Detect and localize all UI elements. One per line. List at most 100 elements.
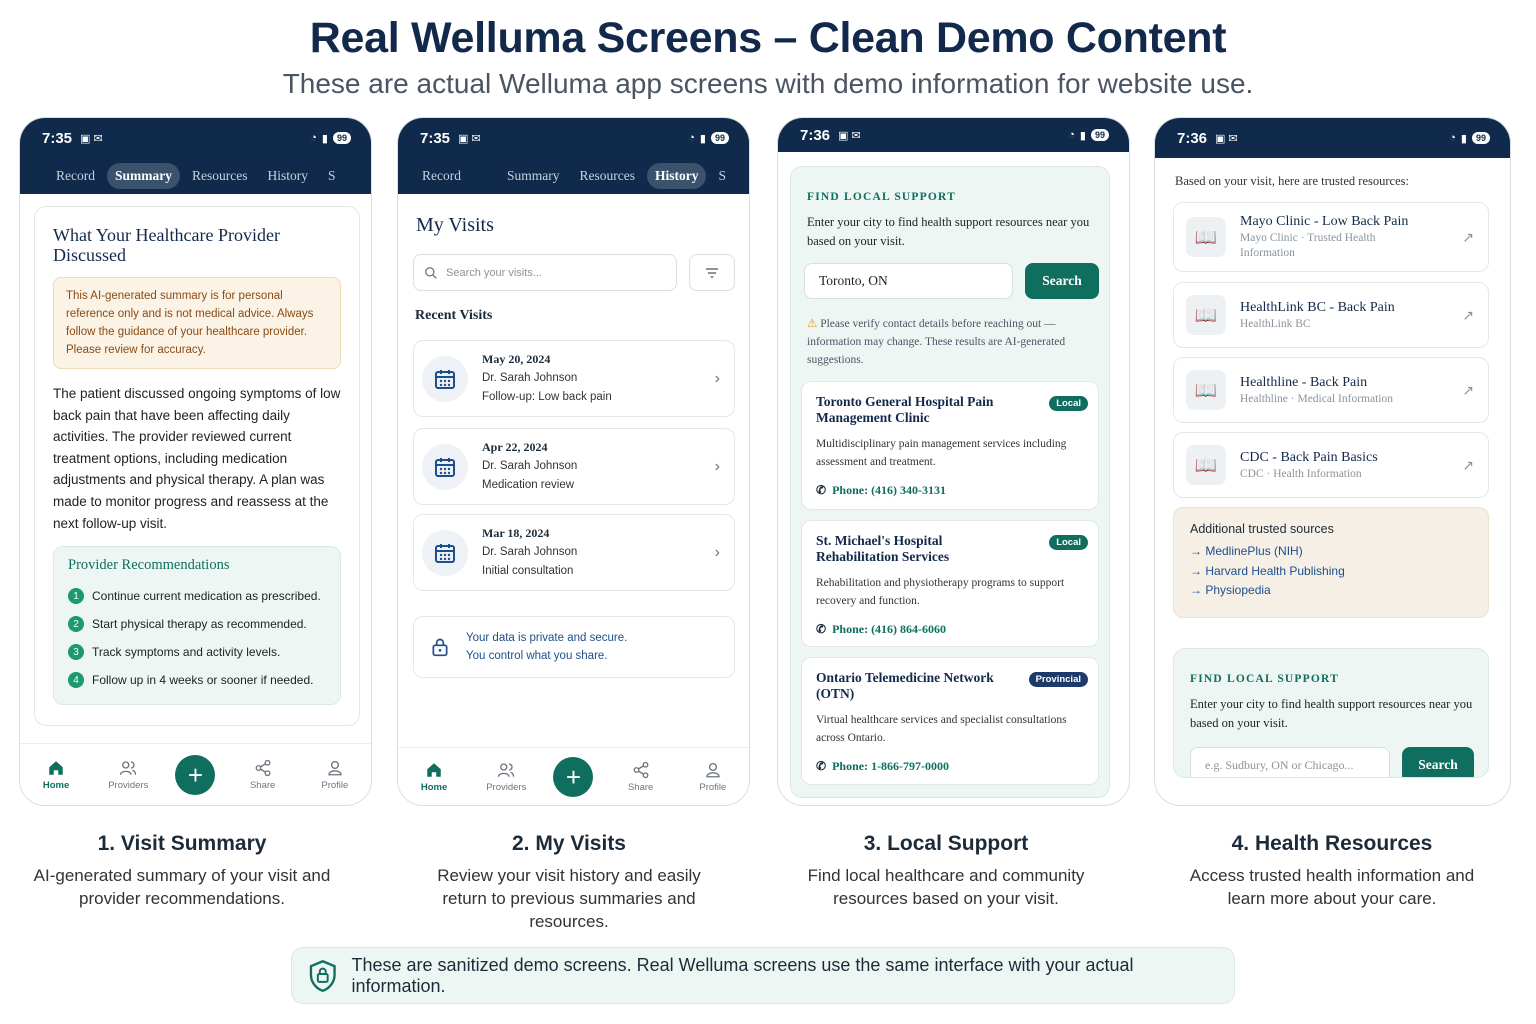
location-badge: Local bbox=[1049, 396, 1088, 411]
resource-item[interactable]: 📖 HealthLink BC - Back Pain HealthLink B… bbox=[1173, 282, 1489, 348]
caption-desc: AI-generated summary of your visit and p… bbox=[33, 866, 331, 908]
filter-button[interactable] bbox=[689, 254, 735, 291]
wifi-icon: ◔ bbox=[310, 132, 317, 144]
verify-note: ⚠ Please verify contact details before r… bbox=[807, 318, 1066, 366]
nav-home[interactable]: Home bbox=[409, 761, 459, 793]
resource-item[interactable]: 📖 Mayo Clinic - Low Back Pain Mayo Clini… bbox=[1173, 202, 1489, 272]
location-card[interactable]: Toronto General Hospital Pain Management… bbox=[801, 381, 1099, 510]
caption-desc: Review your visit history and easily ret… bbox=[437, 866, 701, 931]
visit-date: Mar 18, 2024 bbox=[482, 526, 550, 540]
add-button[interactable]: + bbox=[553, 756, 594, 797]
resource-item[interactable]: 📖 Healthline - Back Pain Healthline · Me… bbox=[1173, 357, 1489, 423]
visit-doctor: Dr. Sarah Johnson bbox=[482, 546, 578, 558]
nav-profile[interactable]: Profile bbox=[688, 761, 738, 793]
status-time: 7:36 bbox=[800, 126, 831, 144]
tab-record[interactable]: Record bbox=[422, 168, 461, 183]
phone-health-resources: 7:36▣ ✉ ◔▮99 Based on your visit, here a… bbox=[1154, 117, 1511, 806]
search-visits-input[interactable]: Search your visits... bbox=[413, 254, 677, 291]
search-button[interactable]: Search bbox=[1025, 263, 1099, 299]
caption-title: 4. Health Resources bbox=[1231, 832, 1433, 855]
nav-providers[interactable]: Providers bbox=[481, 761, 531, 793]
tab-overflow[interactable]: S bbox=[718, 168, 726, 183]
status-bar: 7:35▣ ✉ ◔▮99 bbox=[20, 118, 371, 158]
tab-overflow[interactable]: S bbox=[327, 168, 336, 183]
visit-item[interactable]: May 20, 2024 Dr. Sarah Johnson Follow-up… bbox=[413, 340, 735, 417]
summary-card-title: What Your Healthcare Provider Discussed bbox=[53, 225, 280, 265]
tab-resources[interactable]: Resources bbox=[191, 168, 248, 183]
external-link-icon: ↗ bbox=[1462, 228, 1474, 245]
phone-icon: ✆ bbox=[816, 483, 827, 497]
summary-text: The patient discussed ongoing symptoms o… bbox=[53, 386, 341, 531]
location-phone[interactable]: ✆Phone: (416) 340-3131 bbox=[816, 483, 947, 497]
wifi-icon: ◔ bbox=[1068, 129, 1075, 141]
location-card[interactable]: St. Michael's Hospital Rehabilitation Se… bbox=[801, 520, 1099, 647]
page-subtitle: These are actual Welluma app screens wit… bbox=[282, 68, 1254, 99]
location-desc: Virtual healthcare services and speciali… bbox=[816, 714, 1067, 744]
location-card[interactable]: Ontario Telemedicine Network (OTN) Provi… bbox=[801, 657, 1099, 785]
nav-share[interactable]: Share bbox=[238, 759, 288, 791]
nav-home[interactable]: Home bbox=[31, 759, 81, 791]
tab-history[interactable]: History bbox=[267, 168, 308, 183]
tab-resources[interactable]: Resources bbox=[579, 168, 635, 183]
recent-visits-label: Recent Visits bbox=[415, 308, 493, 323]
location-name: St. Michael's Hospital Rehabilitation Se… bbox=[816, 533, 950, 564]
step-number-2: 2 bbox=[68, 616, 84, 633]
chevron-right-icon: › bbox=[714, 543, 720, 561]
source-link-physiopedia[interactable]: → Physiopedia bbox=[1190, 583, 1271, 597]
wifi-icon: ◔ bbox=[688, 132, 695, 144]
visit-item[interactable]: Mar 18, 2024 Dr. Sarah Johnson Initial c… bbox=[413, 514, 735, 591]
search-placeholder: Search your visits... bbox=[446, 266, 542, 279]
location-phone[interactable]: ✆Phone: 1-866-797-0000 bbox=[816, 759, 950, 773]
resource-item[interactable]: 📖 CDC - Back Pain Basics CDC · Health In… bbox=[1173, 432, 1489, 498]
external-link-icon: ↗ bbox=[1462, 306, 1474, 323]
additional-sources-box: Additional trusted sources → MedlinePlus… bbox=[1173, 507, 1489, 618]
resource-source: Healthline · Medical Information bbox=[1240, 392, 1393, 405]
city-input[interactable]: e.g. Sudbury, ON or Chicago... bbox=[1190, 747, 1390, 777]
city-input[interactable]: Toronto, ON bbox=[804, 263, 1013, 299]
tab-summary[interactable]: Summary bbox=[106, 163, 180, 189]
visit-date: May 20, 2024 bbox=[482, 352, 551, 366]
source-link-medlineplus[interactable]: → MedlinePlus (NIH) bbox=[1190, 544, 1303, 558]
caption-desc: Find local healthcare and community reso… bbox=[807, 866, 1085, 908]
summary-card: What Your Healthcare Provider Discussed … bbox=[34, 206, 360, 726]
status-bar: 7:36▣ ✉ ◔▮99 bbox=[1155, 118, 1510, 158]
visit-reason: Follow-up: Low back pain bbox=[482, 391, 612, 403]
resource-source: Mayo Clinic · Trusted Health Information bbox=[1240, 232, 1376, 259]
status-time: 7:36 bbox=[1177, 129, 1208, 147]
privacy-line-2: You control what you share. bbox=[466, 650, 608, 662]
search-button[interactable]: Search bbox=[1402, 747, 1474, 777]
nav-profile[interactable]: Profile bbox=[310, 759, 360, 791]
visit-item[interactable]: Apr 22, 2024 Dr. Sarah Johnson Medicatio… bbox=[413, 428, 735, 505]
location-desc: Rehabilitation and physiotherapy program… bbox=[816, 577, 1065, 607]
find-local-support-desc: Enter your city to find health support r… bbox=[807, 215, 1090, 248]
book-icon: 📖 bbox=[1186, 295, 1226, 335]
find-local-support-panel: FIND LOCAL SUPPORT Enter your city to fi… bbox=[1173, 648, 1489, 778]
visit-reason: Initial consultation bbox=[482, 565, 574, 577]
location-name: Toronto General Hospital Pain Management… bbox=[816, 394, 994, 425]
tab-summary[interactable]: Summary bbox=[506, 168, 560, 183]
signal-icon: ▮ bbox=[321, 132, 328, 145]
external-link-icon: ↗ bbox=[1462, 456, 1474, 473]
tab-history[interactable]: History bbox=[646, 163, 707, 189]
nav-providers[interactable]: Providers bbox=[103, 759, 153, 791]
nav-share[interactable]: Share bbox=[616, 761, 666, 793]
location-phone[interactable]: ✆Phone: (416) 864-6060 bbox=[816, 622, 947, 636]
tab-bar: Record Summary Resources History S bbox=[20, 158, 371, 194]
chevron-right-icon: › bbox=[714, 457, 720, 475]
search-icon bbox=[425, 266, 437, 279]
step-number-1: 1 bbox=[68, 588, 84, 605]
add-button[interactable]: + bbox=[175, 754, 216, 795]
privacy-line-1: Your data is private and secure. bbox=[466, 632, 628, 644]
recommendations-title: Provider Recommendations bbox=[68, 557, 230, 574]
tab-record[interactable]: Record bbox=[56, 168, 95, 183]
resource-name: CDC - Back Pain Basics bbox=[1240, 449, 1378, 465]
page-title: Real Welluma Screens – Clean Demo Conten… bbox=[309, 14, 1227, 62]
providers-icon bbox=[120, 760, 137, 775]
step-number-4: 4 bbox=[68, 672, 84, 689]
source-link-harvard[interactable]: → Harvard Health Publishing bbox=[1190, 563, 1345, 578]
resource-name: Healthline - Back Pain bbox=[1240, 374, 1368, 390]
